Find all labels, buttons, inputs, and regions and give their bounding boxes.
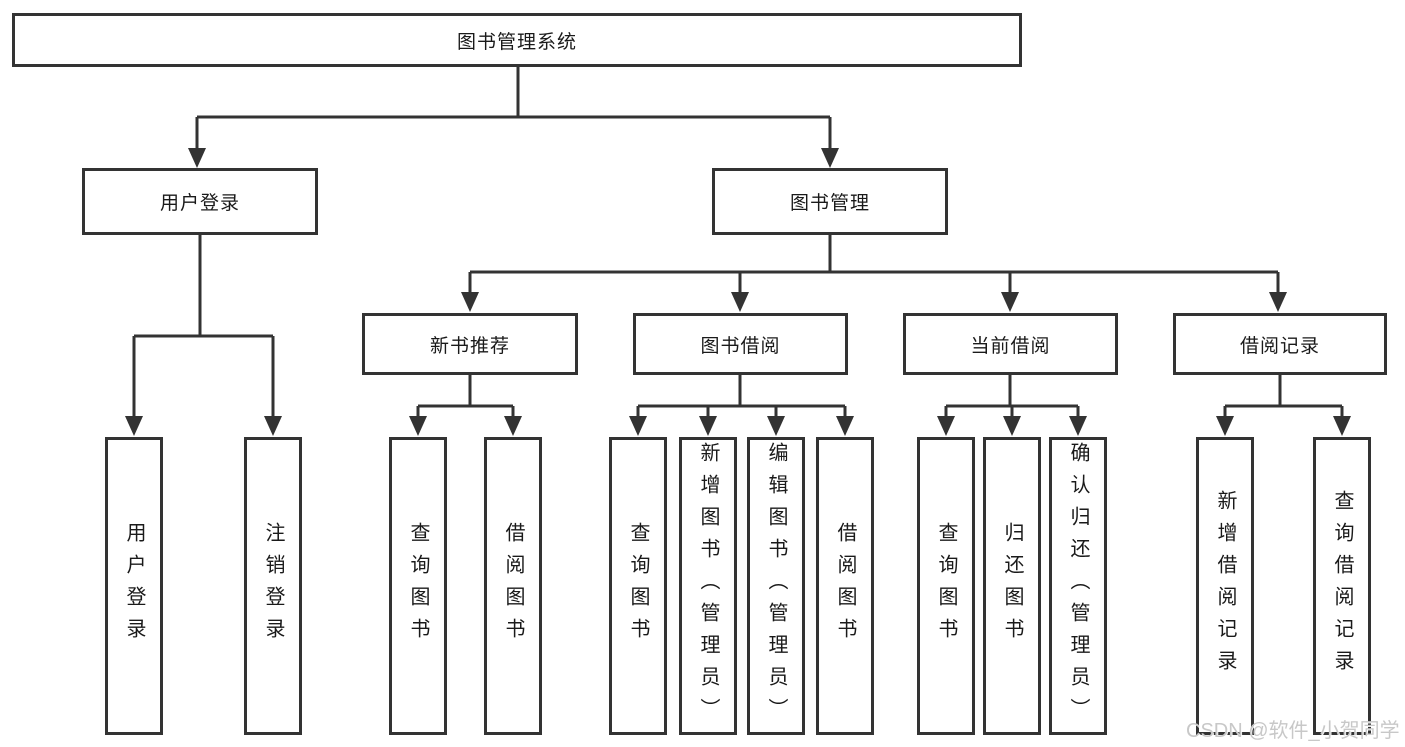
node-book-borrowing: 图书借阅: [633, 313, 848, 375]
leaf-label: 归还图书: [1001, 522, 1023, 650]
node-current-borrowing: 当前借阅: [903, 313, 1118, 375]
node-borrow-books-recommend: 借阅图书: [484, 437, 542, 735]
leaf-label: 借阅图书: [502, 522, 524, 650]
node-borrowing-records: 借阅记录: [1173, 313, 1387, 375]
node-borrow-books-borrow: 借阅图书: [816, 437, 874, 735]
node-user-login-label: 用户登录: [159, 193, 240, 214]
node-current-borrowing-label: 当前借阅: [970, 335, 1051, 357]
edge-current-borrow-split: [937, 375, 1087, 436]
node-query-books-recommend: 查询图书: [389, 437, 447, 735]
node-user-login-leaf: 用户登录: [105, 437, 163, 735]
node-edit-book-admin: 编辑图书（管理员）: [747, 437, 805, 735]
node-user-login: 用户登录: [82, 168, 318, 235]
leaf-label: 新增借阅记录: [1214, 490, 1236, 682]
leaf-label: 查询图书: [935, 522, 957, 650]
node-book-management: 图书管理: [712, 168, 948, 235]
leaf-label: 注销登录: [262, 522, 284, 650]
leaf-label: 用户登录: [123, 522, 145, 650]
edge-book-mgmt-split: [461, 235, 1287, 312]
node-new-book-recommend: 新书推荐: [362, 313, 578, 375]
leaf-label: 编辑图书（管理员）: [765, 442, 787, 730]
leaf-label: 查询借阅记录: [1331, 490, 1353, 682]
node-logout-leaf: 注销登录: [244, 437, 302, 735]
edge-book-borrow-split: [629, 375, 854, 436]
node-root-label: 图书管理系统: [456, 31, 577, 53]
csdn-watermark: CSDN @软件_小贺同学: [1186, 720, 1400, 742]
node-borrowing-records-label: 借阅记录: [1239, 335, 1320, 357]
leaf-label: 查询图书: [627, 522, 649, 650]
leaf-label: 查询图书: [407, 522, 429, 650]
edge-new-book-split: [409, 375, 522, 436]
node-confirm-return-admin: 确认归还（管理员）: [1049, 437, 1107, 735]
node-query-borrow-record: 查询借阅记录: [1313, 437, 1371, 735]
node-add-book-admin: 新增图书（管理员）: [679, 437, 737, 735]
edge-user-login-split: [125, 235, 282, 436]
node-book-borrowing-label: 图书借阅: [700, 335, 781, 357]
leaf-label: 借阅图书: [834, 522, 856, 650]
node-add-borrow-record: 新增借阅记录: [1196, 437, 1254, 735]
node-root: 图书管理系统: [12, 13, 1022, 67]
leaf-label: 确认归还（管理员）: [1067, 442, 1089, 730]
edge-root-to-level2: [188, 67, 839, 168]
node-new-book-recommend-label: 新书推荐: [429, 335, 510, 357]
node-query-books-current: 查询图书: [917, 437, 975, 735]
edge-borrow-record-split: [1216, 375, 1351, 436]
node-book-management-label: 图书管理: [789, 193, 870, 214]
node-return-books: 归还图书: [983, 437, 1041, 735]
node-query-books-borrow: 查询图书: [609, 437, 667, 735]
leaf-label: 新增图书（管理员）: [697, 442, 719, 730]
